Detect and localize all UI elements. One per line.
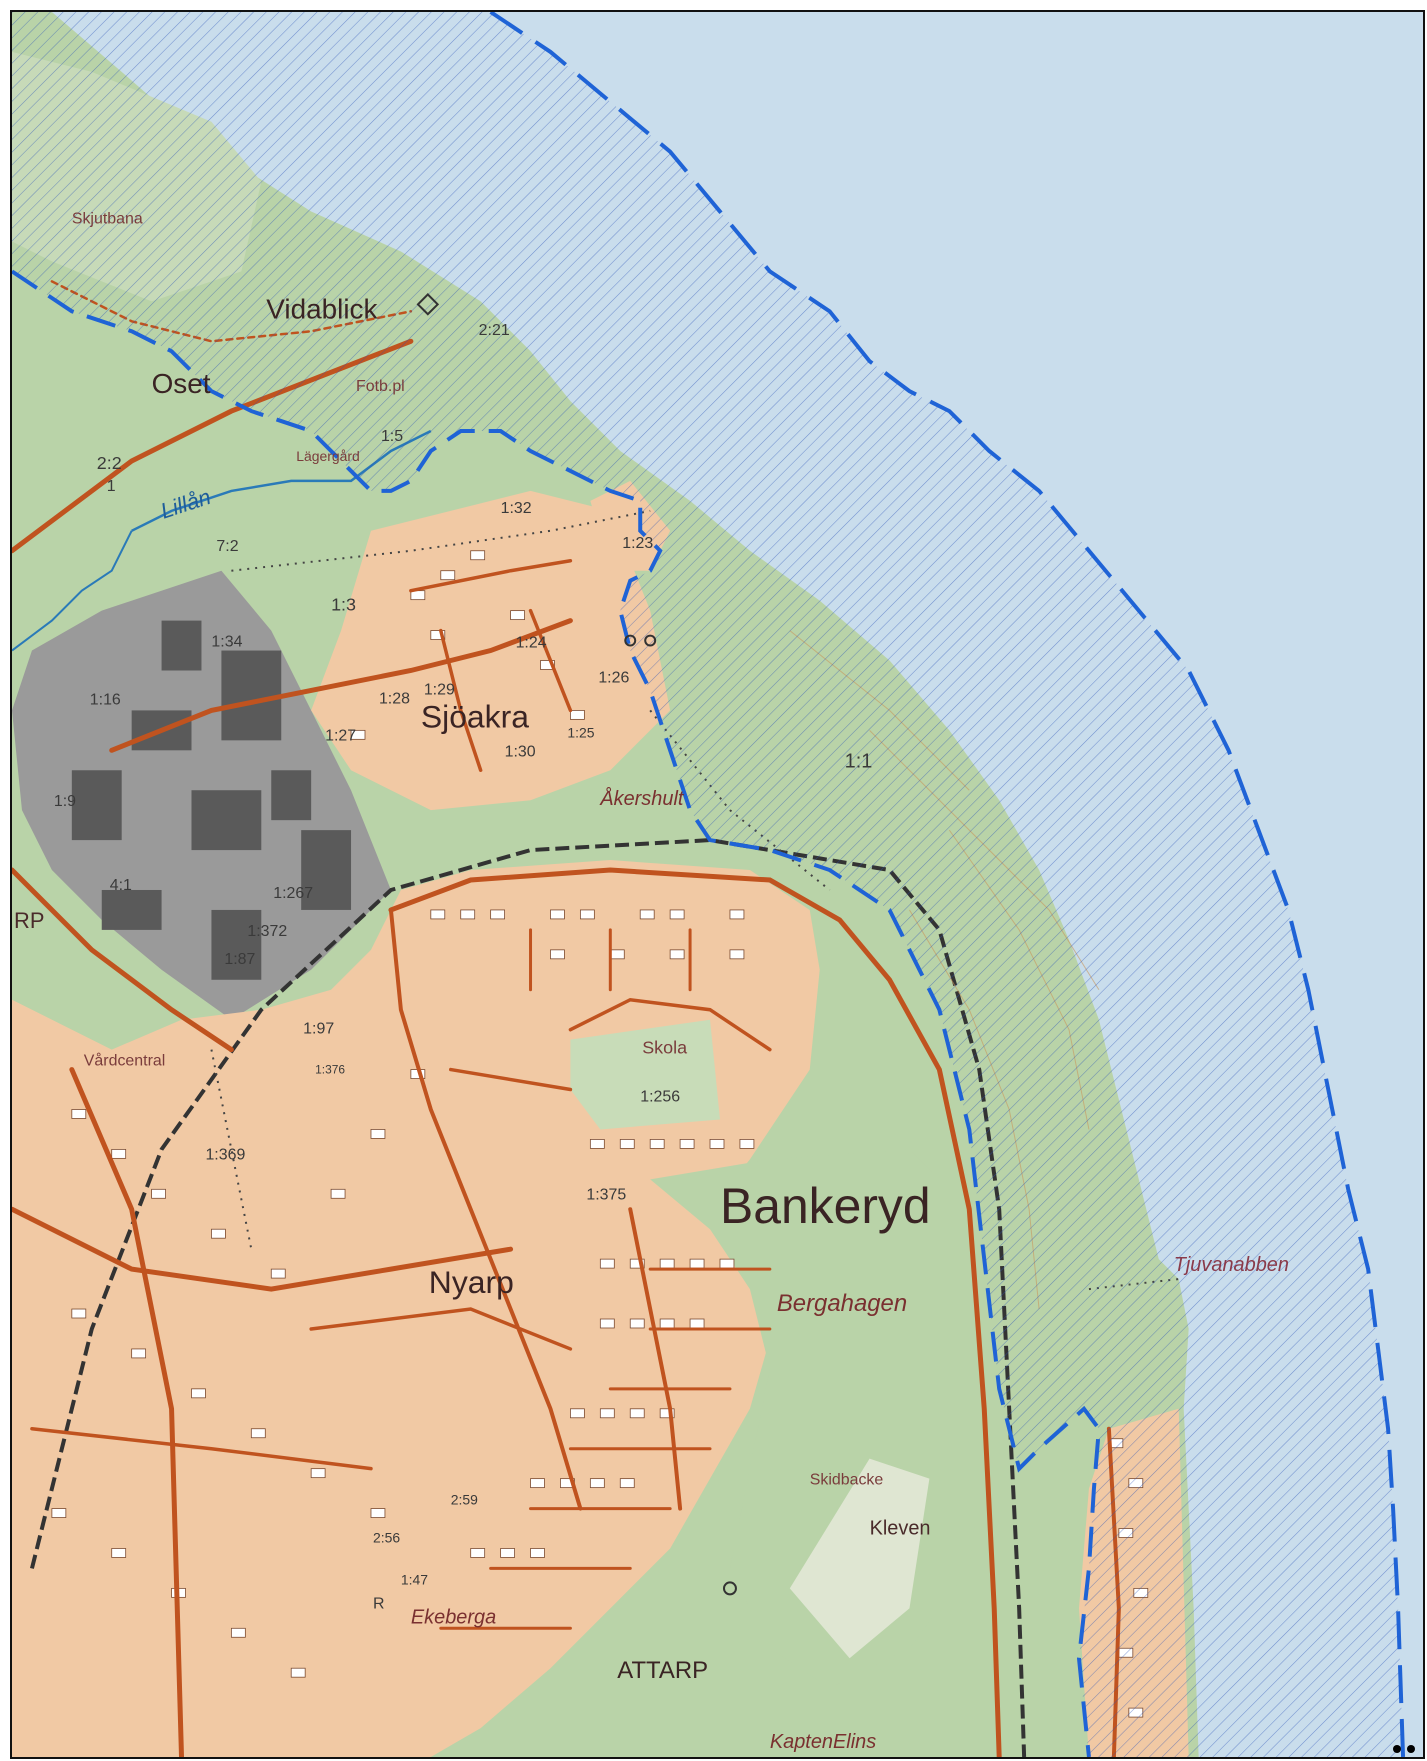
- prop-1-5: 1:5: [381, 428, 403, 445]
- label-vardcentral: Vårdcentral: [84, 1052, 165, 1070]
- prop-1-267: 1:267: [273, 885, 313, 902]
- prop-1-27: 1:27: [325, 727, 356, 744]
- label-bergahagen: Bergahagen: [777, 1290, 907, 1317]
- planning-boundary: [12, 269, 1101, 1757]
- prop-1-256: 1:256: [640, 1088, 680, 1105]
- prop-1-34: 1:34: [211, 634, 242, 651]
- prop-2-21: 2:21: [479, 322, 510, 339]
- topographic-map[interactable]: Vidablick Oset Sjöakra Bankeryd Nyarp AT…: [12, 12, 1423, 1757]
- roads: [12, 280, 1121, 1757]
- prop-2-2: 2:2: [97, 453, 122, 473]
- prop-1-26: 1:26: [598, 669, 629, 686]
- corner-dots-icon: [1389, 1741, 1419, 1753]
- prop-1-30: 1:30: [505, 743, 536, 760]
- prop-4-1: 4:1: [110, 877, 132, 894]
- label-attarp: ATTARP: [617, 1657, 708, 1684]
- label-tjuvanabben: Tjuvanabben: [1174, 1254, 1289, 1276]
- prop-2-59: 2:59: [451, 1492, 478, 1508]
- label-nyarp: Nyarp: [429, 1264, 514, 1300]
- prop-1-28: 1:28: [379, 690, 410, 707]
- prop-1-25: 1:25: [567, 724, 594, 740]
- prop-1-47: 1:47: [401, 1571, 428, 1587]
- label-rp: RP: [14, 908, 44, 933]
- label-akershult: Åkershult: [599, 787, 685, 810]
- label-skola: Skola: [642, 1038, 687, 1058]
- prop-1-24: 1:24: [516, 635, 547, 652]
- prop-1-29: 1:29: [424, 681, 455, 698]
- prop-2-56: 2:56: [373, 1529, 400, 1545]
- residential-1-23: [590, 480, 671, 571]
- prop-1-97: 1:97: [303, 1021, 334, 1038]
- school-ground: [570, 1019, 720, 1130]
- shore-boundary: [489, 12, 1406, 1757]
- label-skjutbana: Skjutbana: [72, 211, 143, 228]
- prop-1-23: 1:23: [622, 535, 653, 552]
- industrial-buildings: [71, 620, 352, 980]
- label-skidbacke: Skidbacke: [810, 1472, 884, 1489]
- prop-1-16: 1:16: [90, 691, 121, 708]
- prop-1: 1: [107, 478, 116, 495]
- prop-7-2: 7:2: [216, 538, 238, 555]
- label-ekeberga: Ekeberga: [411, 1606, 496, 1628]
- label-kaptenelins: KaptenElins: [770, 1731, 876, 1753]
- protected-area-hatch: [12, 12, 1404, 1757]
- prop-1-376: 1:376: [315, 1063, 345, 1077]
- ski-slope: [789, 1458, 930, 1659]
- map-frame[interactable]: Vidablick Oset Sjöakra Bankeryd Nyarp AT…: [10, 10, 1425, 1759]
- house-blocks: [51, 550, 1149, 1718]
- map-symbols: [416, 293, 737, 1596]
- label-sjoakra: Sjöakra: [421, 698, 529, 734]
- label-fotbpl: Fotb.pl: [356, 378, 405, 395]
- label-oset: Oset: [152, 368, 211, 399]
- prop-1-372: 1:372: [247, 923, 287, 940]
- prop-1-87: 1:87: [224, 951, 255, 968]
- label-kleven: Kleven: [870, 1518, 931, 1540]
- prop-1-1: 1:1: [845, 750, 873, 772]
- prop-r: R: [373, 1595, 385, 1612]
- prop-1-9: 1:9: [54, 793, 76, 810]
- label-vidablick: Vidablick: [266, 293, 377, 324]
- prop-1-375: 1:375: [586, 1186, 626, 1203]
- prop-1-3: 1:3: [331, 595, 356, 615]
- property-id-labels: 2:21 1:5 2:2 1 7:2 1:32 1:23 1:3 1:34 1:…: [54, 322, 872, 1612]
- label-bankeryd: Bankeryd: [720, 1178, 931, 1234]
- prop-1-369: 1:369: [205, 1146, 245, 1163]
- label-lagergard: Lägergård: [296, 448, 360, 464]
- stream-west: [12, 530, 133, 652]
- prop-1-32: 1:32: [501, 500, 532, 517]
